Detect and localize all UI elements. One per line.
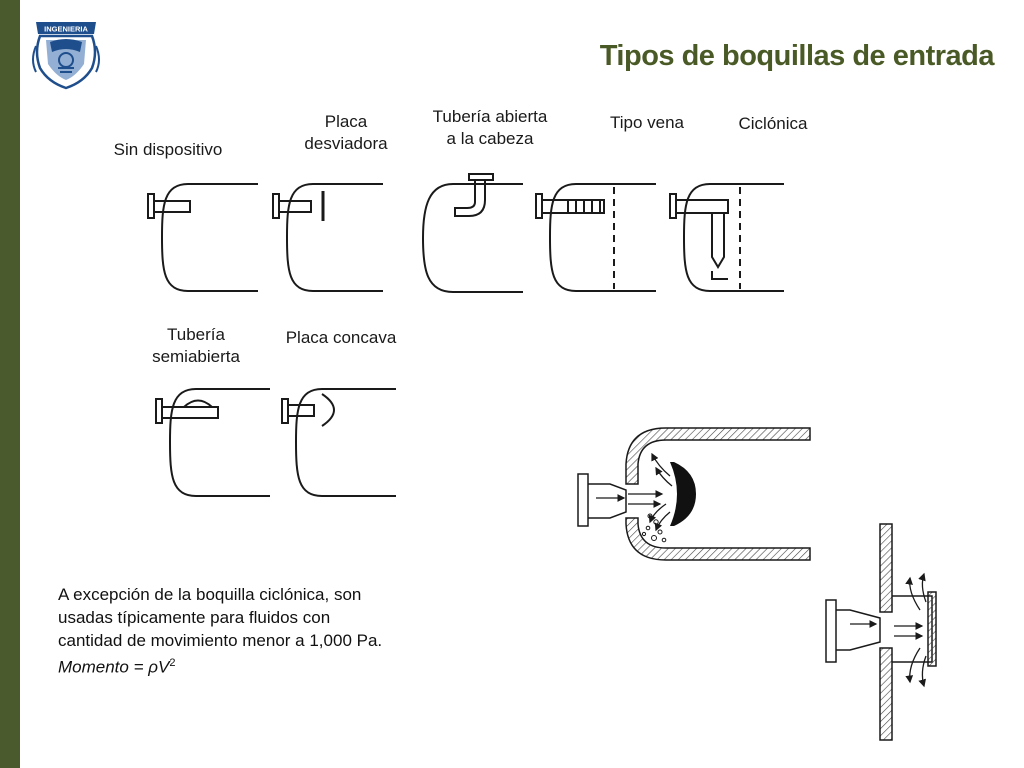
- label-tuberia-abierta: Tubería abierta a la cabeza: [432, 107, 548, 148]
- diagram-tipo-vena: [535, 183, 656, 292]
- diagram-tuberia-abierta: [421, 173, 523, 293]
- unam-engineering-crest-icon: INGENIERIA: [32, 22, 100, 90]
- diagram-sin-dispositivo: [147, 183, 258, 292]
- diagram-ciclonica: [669, 183, 784, 292]
- label-tuberia-semiabierta: Tubería semiabierta: [152, 325, 240, 366]
- label-tipo-vena: Tipo vena: [609, 113, 685, 132]
- note-text: A excepción de la boquilla ciclónica, so…: [58, 585, 383, 677]
- logo-text: INGENIERIA: [44, 25, 88, 34]
- label-ciclonica: Ciclónica: [738, 114, 808, 133]
- label-sin-dispositivo: Sin dispositivo: [113, 140, 223, 159]
- slide-title: Tipos de boquillas de entrada: [599, 40, 995, 72]
- diagram-placa-desviadora: [272, 183, 383, 292]
- label-placa-concava: Placa concava: [285, 328, 397, 347]
- label-placa-desviadora: Placa desviadora: [304, 112, 388, 153]
- formula-label: Momento: [58, 657, 129, 677]
- diagram-flujo-deflector: [825, 523, 937, 741]
- formula-exponent: 2: [169, 657, 176, 669]
- diagram-placa-concava: [281, 388, 396, 497]
- diagram-flujo-placa-concava: [577, 427, 811, 561]
- formula-eq: = ρV: [128, 657, 170, 677]
- left-accent-bar: [0, 0, 20, 768]
- diagram-tuberia-semiabierta: [155, 388, 270, 497]
